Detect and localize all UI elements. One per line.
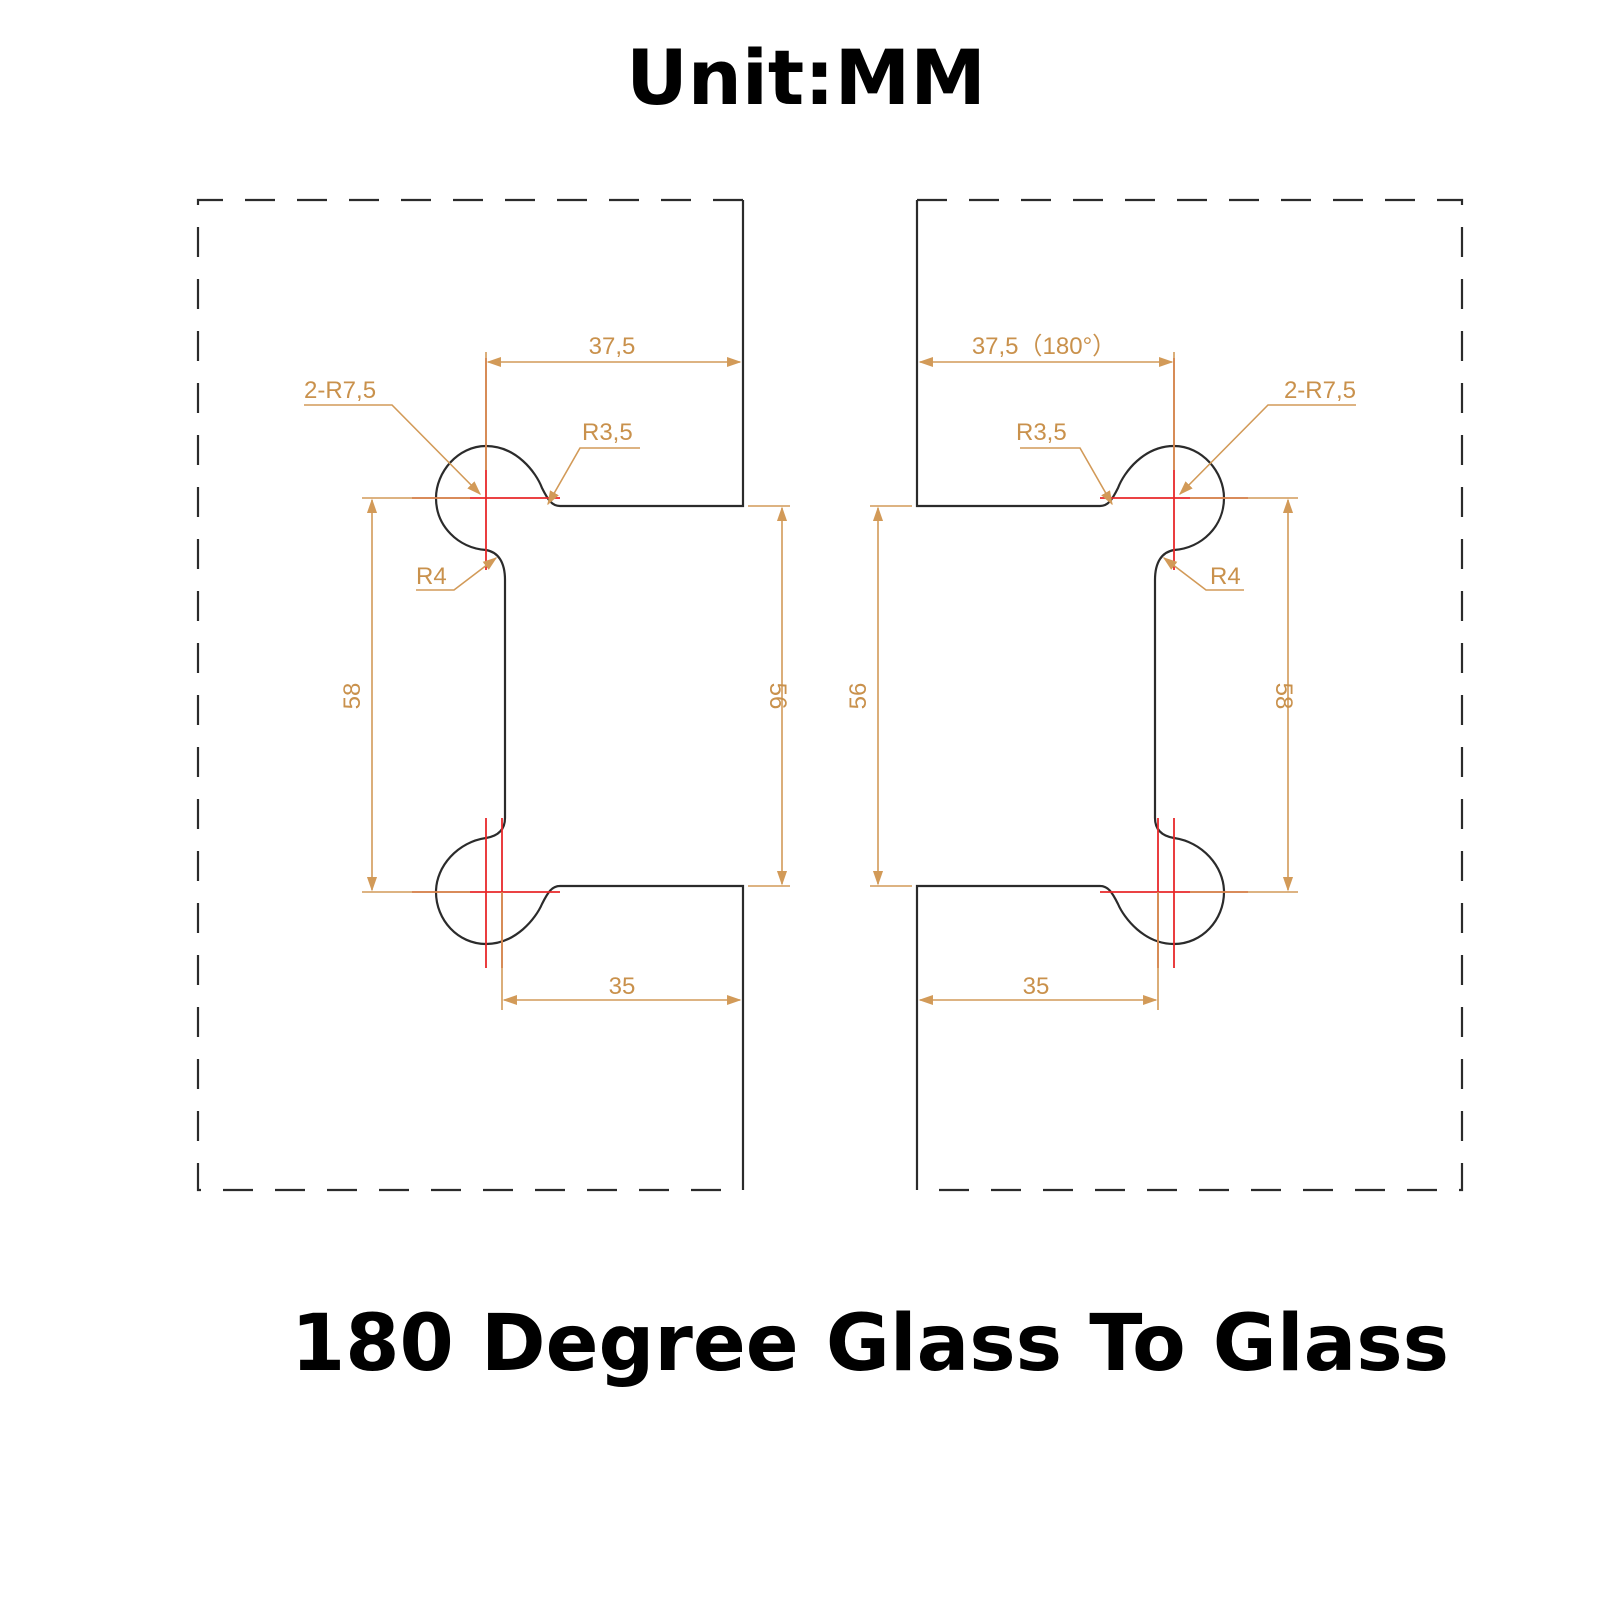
unit-title: Unit:MM (626, 33, 986, 122)
caption: 180 Degree Glass To Glass (291, 1299, 1449, 1389)
left-glass-dashed-edge (196, 198, 743, 1192)
left-inner-height-label: 56 (764, 683, 791, 710)
left-bottom-width-label: 35 (609, 973, 636, 1000)
left-corner-radius-label: R4 (416, 563, 447, 590)
right-glass-dashed-edge (917, 198, 1464, 1192)
left-top-width-label: 37,5 (589, 333, 636, 360)
left-outer-height-label: 58 (339, 683, 366, 710)
left-small-radius-label: R3,5 (582, 419, 633, 446)
right-glass-panel: 37,5（180°） 35 58 56 2-R7,5 R3,5 R4 (845, 198, 1464, 1192)
right-large-radius-label: 2-R7,5 (1284, 377, 1356, 404)
left-large-radius-label: 2-R7,5 (304, 377, 376, 404)
right-cutout-outline (915, 200, 1226, 1190)
right-bottom-width-label: 35 (1023, 973, 1050, 1000)
right-corner-radius-label: R4 (1210, 563, 1241, 590)
left-cutout-outline (434, 200, 745, 1190)
right-top-width-label: 37,5（180°） (972, 333, 1116, 360)
right-outer-height-label: 58 (1270, 683, 1297, 710)
left-glass-panel: 37,5 35 58 56 2-R7,5 R3,5 R4 (196, 198, 791, 1192)
right-small-radius-label: R3,5 (1016, 419, 1067, 446)
right-inner-height-label: 56 (845, 683, 872, 710)
